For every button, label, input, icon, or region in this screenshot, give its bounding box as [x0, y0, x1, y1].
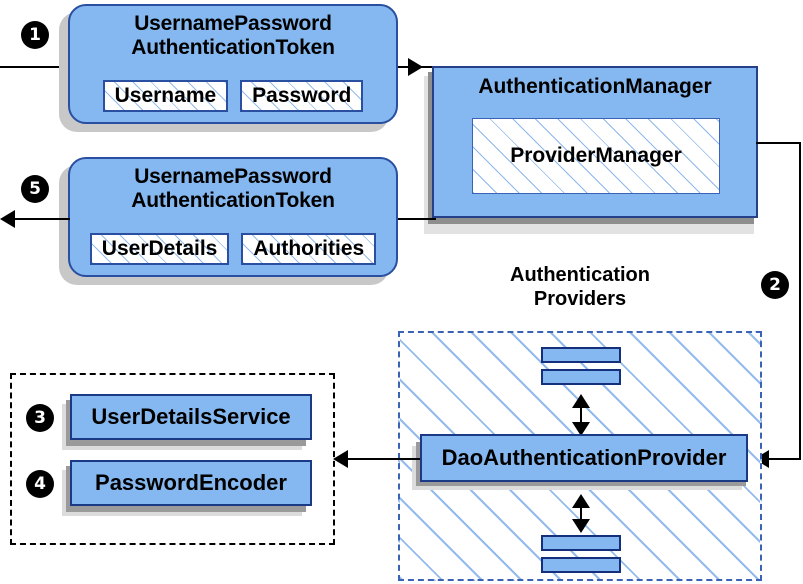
- arrowhead-providers-down-top: [572, 422, 590, 436]
- field-userdetails: UserDetails: [89, 232, 230, 265]
- response-token-fields: UserDetails Authorities: [84, 232, 382, 265]
- response-token-card: UsernamePassword AuthenticationToken Use…: [68, 157, 398, 277]
- provider-placeholder-bar-3: [541, 535, 621, 551]
- response-token-title-line2: AuthenticationToken: [131, 188, 335, 212]
- arrowhead-token-to-manager: [408, 58, 423, 76]
- arrowhead-providers-down: [572, 519, 590, 533]
- providers-caption: Authentication Providers: [470, 264, 690, 311]
- provider-placeholder-bar-4: [541, 557, 621, 573]
- providers-caption-line1: Authentication: [510, 264, 650, 286]
- connector-dao-to-dependencies: [348, 458, 420, 460]
- connector-providers-vertical-bottom: [580, 499, 582, 523]
- request-token-title-line1: UsernamePassword: [134, 12, 332, 35]
- request-token-title: UsernamePassword AuthenticationToken: [70, 12, 396, 59]
- field-authorities: Authorities: [241, 232, 377, 265]
- request-token-card: UsernamePassword AuthenticationToken Use…: [68, 4, 398, 124]
- step-badge-3: 3: [27, 405, 53, 431]
- provider-placeholder-bar-2: [541, 369, 621, 385]
- auth-manager-box: AuthenticationManager ProviderManager: [432, 66, 758, 218]
- field-password: Password: [240, 79, 364, 112]
- providers-caption-line2: Providers: [533, 287, 627, 310]
- connector-step2-top: [756, 142, 801, 144]
- connector-response-out: [14, 218, 70, 220]
- step-badge-4: 4: [27, 471, 53, 497]
- userdetailsservice-box: UserDetailsService: [70, 394, 312, 440]
- step-badge-5: 5: [22, 176, 48, 202]
- response-token-title: UsernamePassword AuthenticationToken: [70, 165, 396, 212]
- passwordencoder-box: PasswordEncoder: [70, 460, 312, 506]
- arrowhead-response-out: [0, 210, 15, 228]
- request-token-fields: Username Password: [84, 79, 382, 112]
- connector-request-in: [0, 66, 70, 68]
- field-username: Username: [102, 79, 229, 112]
- connector-manager-to-response: [398, 218, 436, 220]
- step-badge-2: 2: [762, 272, 788, 298]
- step-badge-1: 1: [22, 22, 48, 48]
- provider-placeholder-bar-1: [541, 347, 621, 363]
- provider-manager-box: ProviderManager: [472, 118, 720, 194]
- connector-step2-bottom: [768, 458, 801, 460]
- connector-step2-right: [799, 142, 801, 459]
- dao-authentication-provider-box: DaoAuthenticationProvider: [420, 434, 748, 482]
- connector-providers-vertical-top: [580, 399, 582, 427]
- auth-manager-title: AuthenticationManager: [478, 75, 712, 98]
- request-token-title-line2: AuthenticationToken: [131, 35, 335, 59]
- arrowhead-dao-to-dependencies: [333, 450, 348, 468]
- response-token-title-line1: UsernamePassword: [134, 165, 332, 188]
